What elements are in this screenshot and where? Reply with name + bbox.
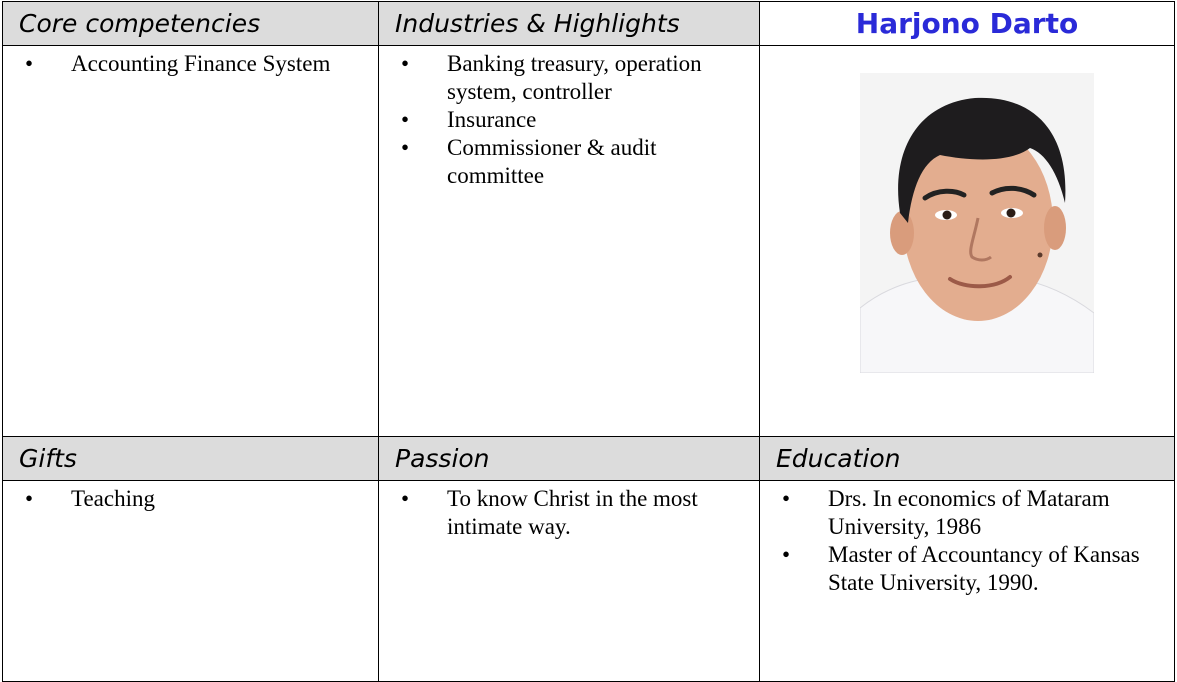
list-item-text: Teaching [71,486,155,511]
list-item: • Accounting Finance System [21,50,370,78]
core-competencies-cell: • Accounting Finance System [2,45,379,437]
list-item: • Banking treasury, operation system, con… [397,50,729,106]
list-item-text: To know Christ in the most intimate way. [447,486,698,539]
bullet-icon: • [25,51,34,76]
bullet-icon: • [401,135,410,160]
industries-highlights-cell: • Banking treasury, operation system, con… [378,45,760,437]
list-item-text: Commissioner & audit committee [447,135,657,188]
list-item-text: Banking treasury, operation system, cont… [447,51,702,104]
profile-photo [860,73,1094,373]
list-item: • Master of Accountancy of Kansas State U… [778,541,1144,597]
bullet-icon: • [401,486,410,511]
industries-highlights-header: Industries & Highlights [378,1,760,46]
education-list: • Drs. In economics of Mataram University… [760,481,1174,597]
industries-highlights-list: • Banking treasury, operation system, con… [379,46,759,190]
list-item-text: Insurance [447,107,537,132]
bullet-icon: • [782,542,791,567]
photo-cell [759,45,1175,437]
bullet-icon: • [401,107,410,132]
person-name: Harjono Darto [759,1,1175,46]
bullet-icon: • [782,486,791,511]
content-row-bottom: • Teaching • To know Christ in the most in… [2,480,1175,682]
list-item: • To know Christ in the most intimate way… [397,485,739,541]
core-competencies-header: Core competencies [2,1,379,46]
list-item: • Commissioner & audit committee [397,134,729,190]
header-row-bottom: Gifts Passion Education [2,436,1175,481]
passion-header: Passion [378,436,760,481]
content-row-top: • Accounting Finance System • Banking trea… [2,45,1175,437]
gifts-list: • Teaching [3,481,378,513]
header-row-top: Core competencies Industries & Highlight… [2,1,1175,46]
bullet-icon: • [401,51,410,76]
list-item-text: Drs. In economics of Mataram University,… [828,486,1110,539]
core-competencies-list: • Accounting Finance System [3,46,378,78]
education-cell: • Drs. In economics of Mataram University… [759,480,1175,682]
list-item-text: Master of Accountancy of Kansas State Un… [828,542,1140,595]
education-header: Education [759,436,1175,481]
gifts-cell: • Teaching [2,480,379,682]
bullet-icon: • [25,486,34,511]
list-item: • Insurance [397,106,729,134]
photo-wrap [760,46,1174,436]
passion-cell: • To know Christ in the most intimate way… [378,480,760,682]
list-item: • Teaching [21,485,370,513]
list-item: • Drs. In economics of Mataram University… [778,485,1144,541]
gifts-header: Gifts [2,436,379,481]
list-item-text: Accounting Finance System [71,51,331,76]
passion-list: • To know Christ in the most intimate way… [379,481,759,541]
